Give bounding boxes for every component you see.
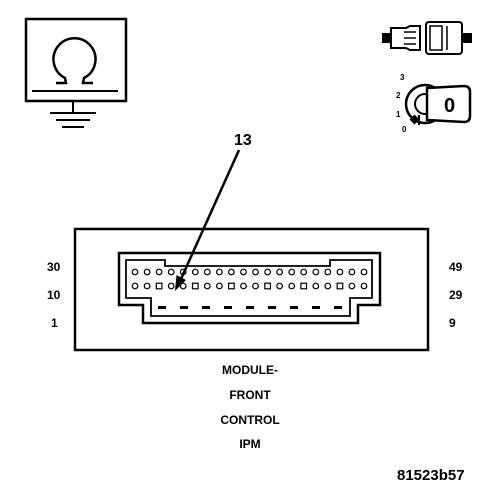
pin-cavity-bottom <box>312 306 320 309</box>
pin-cavity-middle <box>324 282 332 290</box>
pin-cavity-top <box>312 268 320 276</box>
pin-cavity-middle <box>312 282 320 290</box>
connector-plug-icon <box>382 21 472 55</box>
connector-body <box>73 227 430 352</box>
pin-cavity-bottom <box>202 306 210 309</box>
pin-cavity-bottom <box>268 306 276 309</box>
pin-cavity-top <box>240 268 247 276</box>
pin-cavity-middle <box>215 282 223 290</box>
pin-cavity-top <box>191 268 199 276</box>
pin-cavity-top <box>203 268 211 276</box>
pin-cavity-middle <box>203 282 211 290</box>
ohm-meter-icon <box>24 17 128 128</box>
pin-cavity-bottom <box>290 306 298 309</box>
pin-cavity-top <box>264 268 272 276</box>
pin-cavity-middle <box>288 282 296 290</box>
pin-cavity-top <box>300 268 308 276</box>
callout-arrow <box>175 149 241 291</box>
pin-cavity-middle <box>131 282 139 290</box>
ignition-key-label: 0 <box>444 95 455 117</box>
ignition-position-2: 2 <box>396 91 401 100</box>
pin-cavity-middle <box>360 282 368 290</box>
pin-cavity-top <box>143 268 151 276</box>
label-right-bottom: 9 <box>449 316 456 330</box>
pin-cavity-middle <box>240 282 247 290</box>
pin-cavity-middle <box>155 282 163 290</box>
pin-cavity-top <box>276 268 284 276</box>
pin-cavity-middle <box>264 282 271 290</box>
label-right-middle: 29 <box>449 288 463 302</box>
caption-line-1: MODULE- <box>222 363 278 377</box>
pin-cavity-middle <box>252 282 259 290</box>
pin-cavity-top <box>227 268 235 276</box>
callout-pin-number: 13 <box>234 132 252 149</box>
ignition-key-icon: 0 3 2 1 0 <box>396 73 472 134</box>
ignition-position-0: 0 <box>402 125 407 134</box>
label-left-top: 30 <box>47 260 61 274</box>
label-right-top: 49 <box>449 260 463 274</box>
ignition-position-3: 3 <box>400 73 405 82</box>
pin-cavity-middle <box>179 282 187 290</box>
pin-cavity-middle <box>348 282 356 290</box>
pin-cavity-top <box>252 268 259 276</box>
pin-cavity-middle <box>143 282 151 290</box>
pin-cavity-middle <box>228 282 235 290</box>
pin-cavity-top <box>324 268 332 276</box>
pin-cavities <box>131 268 368 309</box>
pin-cavity-bottom <box>334 306 342 309</box>
pin-cavity-middle <box>336 282 344 290</box>
pin-cavity-bottom <box>180 306 188 309</box>
pin-cavity-middle <box>191 282 199 290</box>
caption-line-2: FRONT <box>229 388 271 402</box>
pin-cavity-middle <box>300 282 308 290</box>
pin-cavity-top <box>348 268 356 276</box>
pin-cavity-top <box>131 268 139 276</box>
pin-cavity-bottom <box>158 306 166 309</box>
pin-cavity-top <box>336 268 344 276</box>
pin-cavity-middle <box>167 282 175 290</box>
pin-cavity-top <box>288 268 296 276</box>
pin-cavity-bottom <box>224 306 232 309</box>
label-left-bottom: 1 <box>51 316 58 330</box>
caption-line-4: IPM <box>239 437 260 451</box>
pin-cavity-middle <box>276 282 284 290</box>
ignition-position-1: 1 <box>396 110 401 119</box>
label-left-middle: 10 <box>47 288 61 302</box>
figure-id: 81523b57 <box>397 467 465 484</box>
pin-cavity-top <box>215 268 223 276</box>
pin-cavity-bottom <box>246 306 254 309</box>
pin-cavity-top <box>155 268 163 276</box>
pin-cavity-top <box>167 268 175 276</box>
pin-cavity-top <box>360 268 368 276</box>
caption-line-3: CONTROL <box>220 413 279 427</box>
